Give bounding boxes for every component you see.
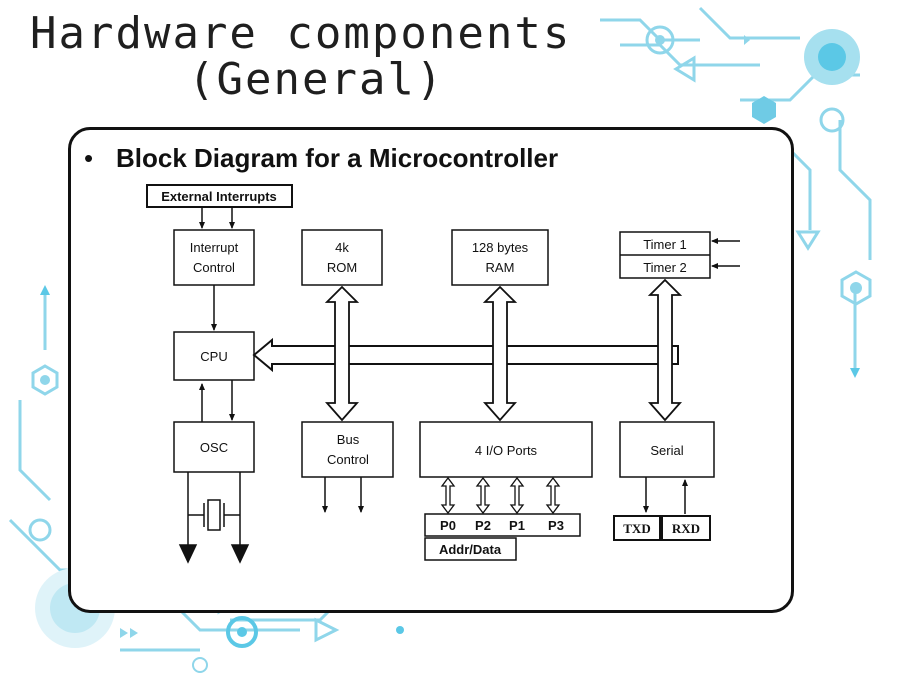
rom-block: 4k ROM — [301, 229, 383, 286]
interrupt-control-block: Interrupt Control — [173, 229, 255, 286]
osc-block: OSC — [173, 421, 255, 473]
bullet-text: Block Diagram for a Microcontroller — [116, 143, 559, 173]
io-ports-block: 4 I/O Ports — [419, 421, 593, 478]
rxd-box: RXD — [661, 515, 711, 541]
osc-label: OSC — [200, 440, 228, 455]
txd-box: TXD — [613, 515, 661, 541]
port-p3: P3 — [548, 518, 564, 533]
timer-bus-arrow — [647, 278, 683, 422]
crystal-symbol — [178, 472, 250, 564]
rom-label-2: ROM — [327, 260, 357, 275]
main-bus-arrow — [252, 337, 679, 373]
external-interrupts-label: External Interrupts — [161, 189, 277, 204]
slide-title-line-1: Hardware components — [30, 8, 572, 59]
serial-block: Serial — [619, 421, 715, 478]
ports-box: P0 P2 P1 P3 — [424, 513, 581, 537]
external-interrupts-box: External Interrupts — [146, 184, 293, 208]
addr-data-box: Addr/Data — [424, 537, 517, 561]
bullet-heading: • Block Diagram for a Microcontroller — [84, 143, 558, 174]
ram-block: 128 bytes RAM — [451, 229, 549, 286]
ram-label-2: RAM — [486, 260, 515, 275]
rom-bus-arrow — [324, 285, 360, 422]
port-p0: P0 — [440, 518, 456, 533]
interrupt-control-label-1: Interrupt — [190, 240, 239, 255]
cpu-label: CPU — [200, 349, 227, 364]
bus-control-label-2: Control — [327, 452, 369, 467]
rxd-label: RXD — [672, 521, 700, 536]
timer-block: Timer 1 Timer 2 — [619, 231, 711, 279]
port-arrows — [440, 476, 561, 515]
addr-data-label: Addr/Data — [439, 542, 502, 557]
port-p2: P2 — [475, 518, 491, 533]
bus-control-block: Bus Control — [301, 421, 394, 478]
io-ports-label: 4 I/O Ports — [475, 443, 538, 458]
bullet-marker: • — [84, 143, 94, 173]
bus-control-label-1: Bus — [337, 432, 360, 447]
interrupt-control-label-2: Control — [193, 260, 235, 275]
timer-1-label: Timer 1 — [643, 237, 687, 252]
slide-title-line-2: (General) — [188, 54, 445, 105]
serial-label: Serial — [650, 443, 683, 458]
rom-label-1: 4k — [335, 240, 349, 255]
cpu-block: CPU — [173, 331, 255, 381]
port-p1: P1 — [509, 518, 525, 533]
ram-label-1: 128 bytes — [472, 240, 529, 255]
txd-label: TXD — [623, 521, 650, 536]
timer-2-label: Timer 2 — [643, 260, 687, 275]
ram-bus-arrow — [482, 285, 518, 422]
